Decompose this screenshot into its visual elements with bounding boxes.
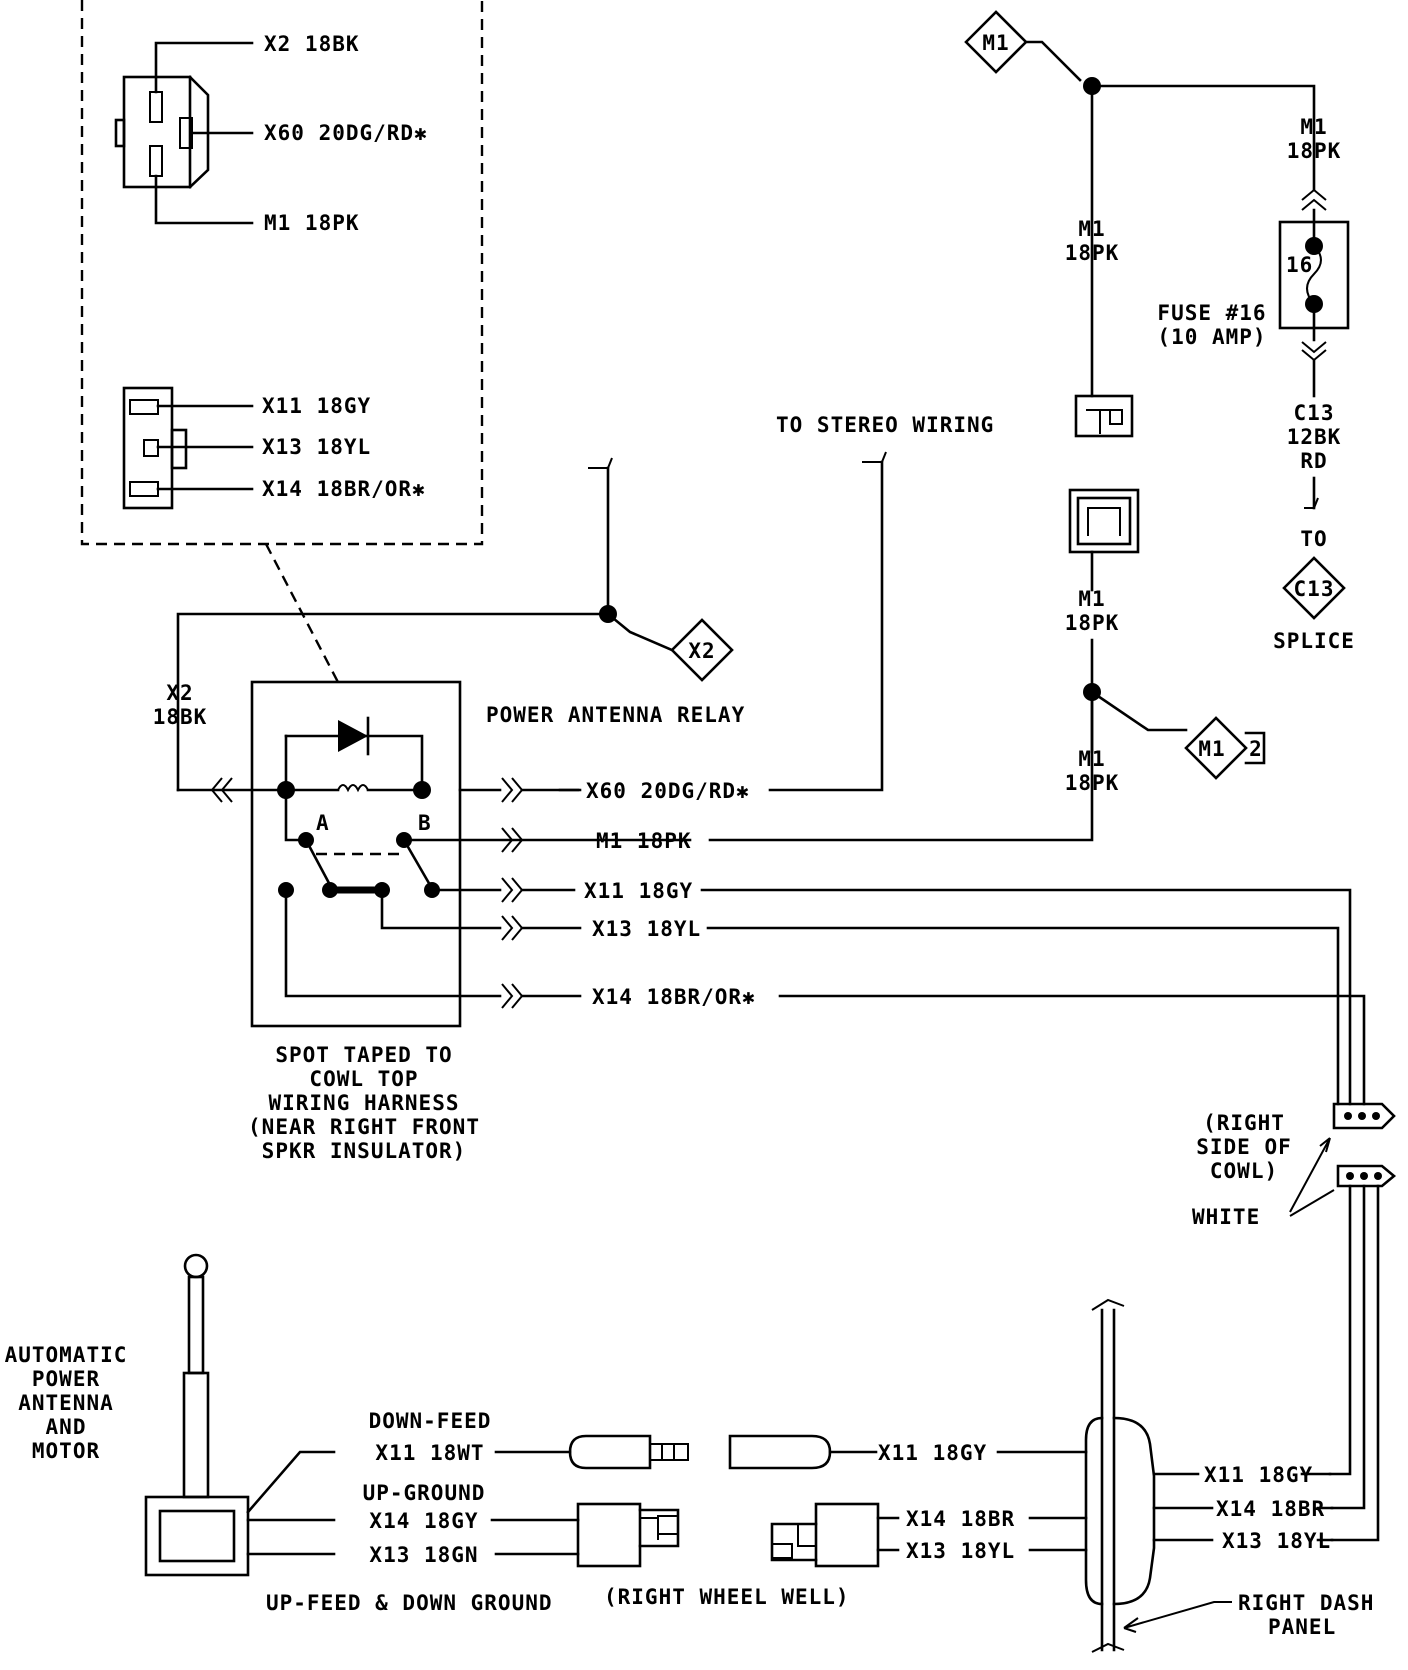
dash-x13-label: X13 18YL [1222, 1529, 1331, 1553]
x60-wire-label: X60 20DG/RD✱ [586, 779, 750, 803]
inset-m1-label: M1 18PK [264, 211, 360, 235]
cowl-connector-upper [1332, 1102, 1396, 1130]
svg-text:16: 16 [1286, 253, 1313, 277]
down-feed-connector [568, 1434, 878, 1470]
antenna-motor [144, 1253, 336, 1577]
inset-x60-label: X60 20DG/RD✱ [264, 121, 428, 145]
svg-text:X2: X2 [688, 639, 715, 663]
wheel-well-label: (RIGHT WHEEL WELL) [604, 1585, 850, 1609]
m1-top-diamond: M1 [964, 10, 1082, 82]
svg-text:C13: C13 [1294, 577, 1335, 601]
svg-text:(NEAR RIGHT FRONT: (NEAR RIGHT FRONT [248, 1115, 480, 1139]
svg-text:ANTENNA: ANTENNA [18, 1391, 114, 1415]
c13-gauge: 12BK [1287, 425, 1342, 449]
svg-text:AUTOMATIC: AUTOMATIC [5, 1343, 128, 1367]
svg-text:COWL TOP: COWL TOP [309, 1067, 418, 1091]
m1-gauge-b: 18PK [1065, 611, 1120, 635]
up-ground-connector-left [576, 1502, 680, 1568]
x2-label: X2 [166, 681, 193, 705]
connector-inset: X2 18BK X60 20DG/RD✱ M1 18PK X11 18GY X1… [80, 0, 484, 687]
m1-2-diamond: M1 2 [1184, 716, 1266, 780]
antenna-motor-label: AUTOMATIC POWER ANTENNA AND MOTOR [5, 1343, 128, 1463]
up-ground-connector-right [770, 1502, 880, 1568]
spot-note: SPOT TAPED TO COWL TOP WIRING HARNESS (N… [248, 1043, 480, 1163]
svg-text:SPKR INSULATOR): SPKR INSULATOR) [262, 1139, 467, 1163]
white-label: WHITE [1192, 1205, 1260, 1229]
c13-label: C13 [1294, 401, 1335, 425]
svg-text:(RIGHT: (RIGHT [1203, 1111, 1285, 1135]
dash-grommet [1084, 1298, 1156, 1653]
dash-panel-label: RIGHT DASH [1238, 1591, 1374, 1615]
mid-x11-label: X11 18GY [878, 1441, 987, 1465]
svg-text:AND: AND [46, 1415, 87, 1439]
up-ground-x14-label: X14 18GY [369, 1509, 478, 1533]
x11-wire-label: X11 18GY [584, 879, 693, 903]
svg-text:COWL): COWL) [1210, 1159, 1278, 1183]
x13-wire-label: X13 18YL [592, 917, 701, 941]
svg-text:WIRING HARNESS: WIRING HARNESS [268, 1091, 459, 1115]
dash-x11-label: X11 18GY [1204, 1463, 1313, 1487]
contact-b-label: B [418, 811, 432, 835]
c13-color: RD [1300, 449, 1327, 473]
m1-label-c: M1 [1078, 747, 1105, 771]
down-feed-label: DOWN-FEED [369, 1409, 492, 1433]
m1-gauge-c: 18PK [1065, 771, 1120, 795]
m1-label-fuse: M1 [1300, 115, 1327, 139]
m1-label-a: M1 [1078, 217, 1105, 241]
fuse-label: FUSE #16 [1157, 301, 1266, 325]
to-label: TO [1300, 527, 1327, 551]
dash-panel-label-2: PANEL [1268, 1615, 1336, 1639]
svg-text:MOTOR: MOTOR [32, 1439, 100, 1463]
x2-gauge-label: 18BK [153, 705, 208, 729]
inset-x2-label: X2 18BK [264, 32, 360, 56]
contact-a-label: A [316, 811, 330, 835]
svg-text:SPOT TAPED TO: SPOT TAPED TO [275, 1043, 452, 1067]
splice-label: SPLICE [1273, 629, 1355, 653]
fuse-amp-label: (10 AMP) [1157, 325, 1266, 349]
diode-symbol [338, 720, 368, 752]
up-ground-label: UP-GROUND [363, 1481, 486, 1505]
stereo-label: TO STEREO WIRING [776, 413, 994, 437]
svg-text:SIDE OF: SIDE OF [1196, 1135, 1292, 1159]
inset-x14-label: X14 18BR/OR✱ [262, 477, 426, 501]
relay-node [413, 781, 431, 799]
down-feed-wire-label: X11 18WT [375, 1441, 484, 1465]
mid-x13-label: X13 18YL [906, 1539, 1015, 1563]
m1-gauge-fuse: 18PK [1287, 139, 1342, 163]
dash-x14-label: X14 18BR [1216, 1497, 1325, 1521]
x2-diamond: X2 [606, 612, 734, 682]
inline-connector [1068, 394, 1140, 554]
svg-text:M1: M1 [982, 31, 1009, 55]
m1-gauge-a: 18PK [1065, 241, 1120, 265]
c13-diamond: C13 [1282, 556, 1346, 620]
mid-x14-label: X14 18BR [906, 1507, 1015, 1531]
relay-label: POWER ANTENNA RELAY [486, 703, 745, 727]
cowl-connector-lower [1336, 1164, 1397, 1188]
up-feed-label: UP-FEED & DOWN GROUND [266, 1591, 553, 1615]
power-antenna-relay: A B [250, 680, 692, 1028]
m1-wire-label: M1 18PK [596, 829, 692, 853]
inset-x11-label: X11 18GY [262, 394, 371, 418]
x14-wire-label: X14 18BR/OR✱ [592, 985, 756, 1009]
svg-text:2: 2 [1249, 737, 1263, 761]
inset-x13-label: X13 18YL [262, 435, 371, 459]
up-ground-x13-label: X13 18GN [369, 1543, 478, 1567]
svg-text:POWER: POWER [32, 1367, 100, 1391]
svg-text:M1: M1 [1198, 737, 1225, 761]
m1-label-b: M1 [1078, 587, 1105, 611]
cowl-note: (RIGHT SIDE OF COWL) [1196, 1111, 1292, 1183]
